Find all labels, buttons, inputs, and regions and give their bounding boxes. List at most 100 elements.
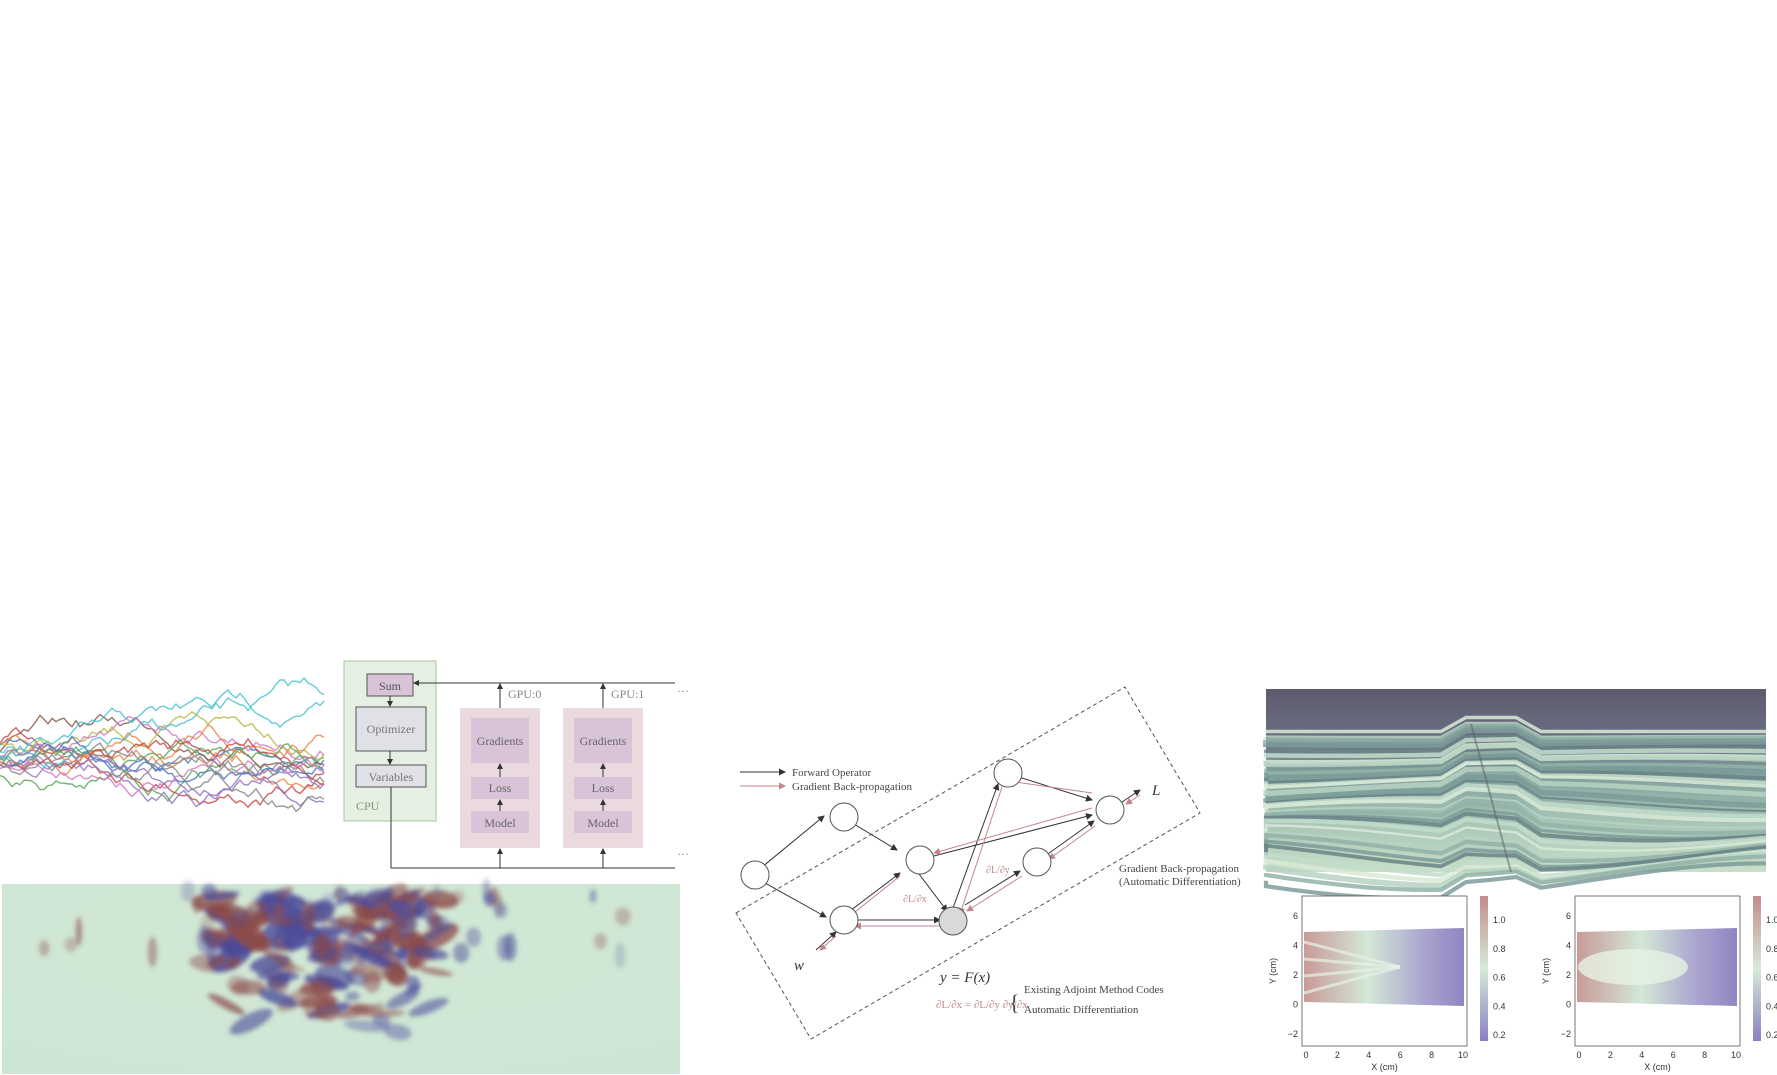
random-walk-series xyxy=(0,738,325,771)
geology-layer xyxy=(1263,766,1767,798)
brace-line-2: Automatic Differentiation xyxy=(1024,1004,1139,1016)
wave-blob xyxy=(322,892,334,907)
geology-layer xyxy=(1264,787,1767,823)
wave-blob xyxy=(38,939,50,957)
wavefield-image xyxy=(2,878,680,1074)
y-tick-label: 0 xyxy=(1566,1000,1571,1010)
wave-blob xyxy=(351,905,384,921)
geology-layer xyxy=(1263,811,1767,843)
wave-blob xyxy=(196,925,213,954)
node-d xyxy=(1022,847,1052,877)
wave-blob xyxy=(201,884,218,900)
geology-layer xyxy=(1263,801,1767,836)
y-tick-label: 2 xyxy=(1566,970,1571,980)
wave-blob xyxy=(378,908,388,921)
wave-blob xyxy=(204,891,241,901)
random-walk-series xyxy=(0,756,325,798)
wave-blob xyxy=(350,962,366,977)
y-axis-label: Y (cm) xyxy=(1268,958,1278,984)
wave-blob xyxy=(231,980,266,995)
wave-blob xyxy=(386,989,420,1009)
wave-blob xyxy=(383,961,406,982)
wave-blob xyxy=(207,993,246,1015)
node-c xyxy=(993,758,1023,788)
wave-blob xyxy=(272,903,286,921)
wave-blob xyxy=(493,902,508,919)
y-tick-label: 0 xyxy=(1293,1000,1298,1010)
gpu1-gradients-label: Gradients xyxy=(580,734,627,748)
y-tick-label: 4 xyxy=(1566,941,1571,951)
wave-blob xyxy=(418,922,454,944)
random-walk-series xyxy=(0,711,325,761)
geology-layer xyxy=(1264,824,1767,852)
wave-blob xyxy=(336,1004,377,1019)
geology-layer xyxy=(1266,715,1766,734)
random-walk-series xyxy=(0,689,325,761)
y-axis-label: Y (cm) xyxy=(1541,958,1551,984)
node-b xyxy=(829,905,859,935)
wave-blob xyxy=(594,933,607,950)
wave-blob xyxy=(303,1010,328,1020)
geology-layer xyxy=(1263,773,1767,809)
y-tick-label: −2 xyxy=(1288,1029,1298,1039)
geology-layer xyxy=(1264,757,1767,785)
wave-blob xyxy=(615,907,631,926)
wave-blob xyxy=(229,1008,273,1035)
gpu0-tag: GPU:0 xyxy=(508,687,541,701)
y-tick-label: 6 xyxy=(1293,911,1298,921)
geology-velocity-model xyxy=(1263,689,1767,901)
wave-blob xyxy=(347,895,375,908)
wave-blob xyxy=(147,936,158,968)
x-tick-label: 10 xyxy=(1731,1050,1741,1060)
gpu0-gradients-box xyxy=(471,718,529,763)
colorbar-tick-label: 0.6 xyxy=(1766,973,1777,983)
wave-blob xyxy=(450,889,465,904)
x-tick-label: 10 xyxy=(1458,1050,1468,1060)
wave-blob xyxy=(483,891,496,907)
colorbar-tick-label: 1.0 xyxy=(1766,915,1777,925)
y-tick-label: 4 xyxy=(1293,941,1298,951)
wave-blob xyxy=(497,934,512,961)
flow-streak xyxy=(1303,965,1401,978)
wave-blob xyxy=(231,908,248,928)
wave-blob xyxy=(75,916,82,946)
wave-blob xyxy=(384,1023,412,1041)
wave-blob xyxy=(466,927,481,947)
gpu0-loss-label: Loss xyxy=(489,781,512,795)
autodiff-region xyxy=(735,686,1201,1040)
random-walk-series xyxy=(0,755,325,808)
colorbar-tick-label: 0.2 xyxy=(1493,1030,1506,1040)
geology-layer xyxy=(1264,753,1767,780)
random-walk-series xyxy=(0,743,325,800)
optimizer-label: Optimizer xyxy=(367,722,416,736)
node-input xyxy=(740,860,770,890)
geology-layer xyxy=(1263,736,1767,759)
ellipsis-bottom: ··· xyxy=(677,847,689,861)
wave-blob xyxy=(320,915,337,929)
wave-blob xyxy=(372,1014,391,1028)
gpu0-model-box xyxy=(471,811,529,833)
random-walk-lines xyxy=(0,676,325,813)
wave-blob xyxy=(64,937,78,952)
wave-blob xyxy=(408,917,417,945)
label-L: L xyxy=(1151,783,1160,799)
wave-blob xyxy=(287,924,295,954)
grad-y-label: ∂L/∂y xyxy=(986,865,1010,876)
gpu1-model-label: Model xyxy=(587,816,619,830)
colorbar xyxy=(1753,896,1761,1041)
colorbar-tick-label: 0.4 xyxy=(1766,1001,1777,1011)
ellipsis-top: ··· xyxy=(677,684,689,698)
x-tick-label: 0 xyxy=(1303,1050,1308,1060)
wave-blob xyxy=(243,901,270,923)
random-walk-series xyxy=(0,737,325,781)
wave-blob xyxy=(336,917,344,931)
random-walk-series xyxy=(0,723,325,763)
wave-blob xyxy=(433,884,441,900)
colorbar xyxy=(1480,896,1488,1041)
colorbar-tick-label: 0.6 xyxy=(1493,973,1506,983)
wave-blob xyxy=(192,895,203,914)
colorbar-tick-label: 1.0 xyxy=(1493,915,1506,925)
